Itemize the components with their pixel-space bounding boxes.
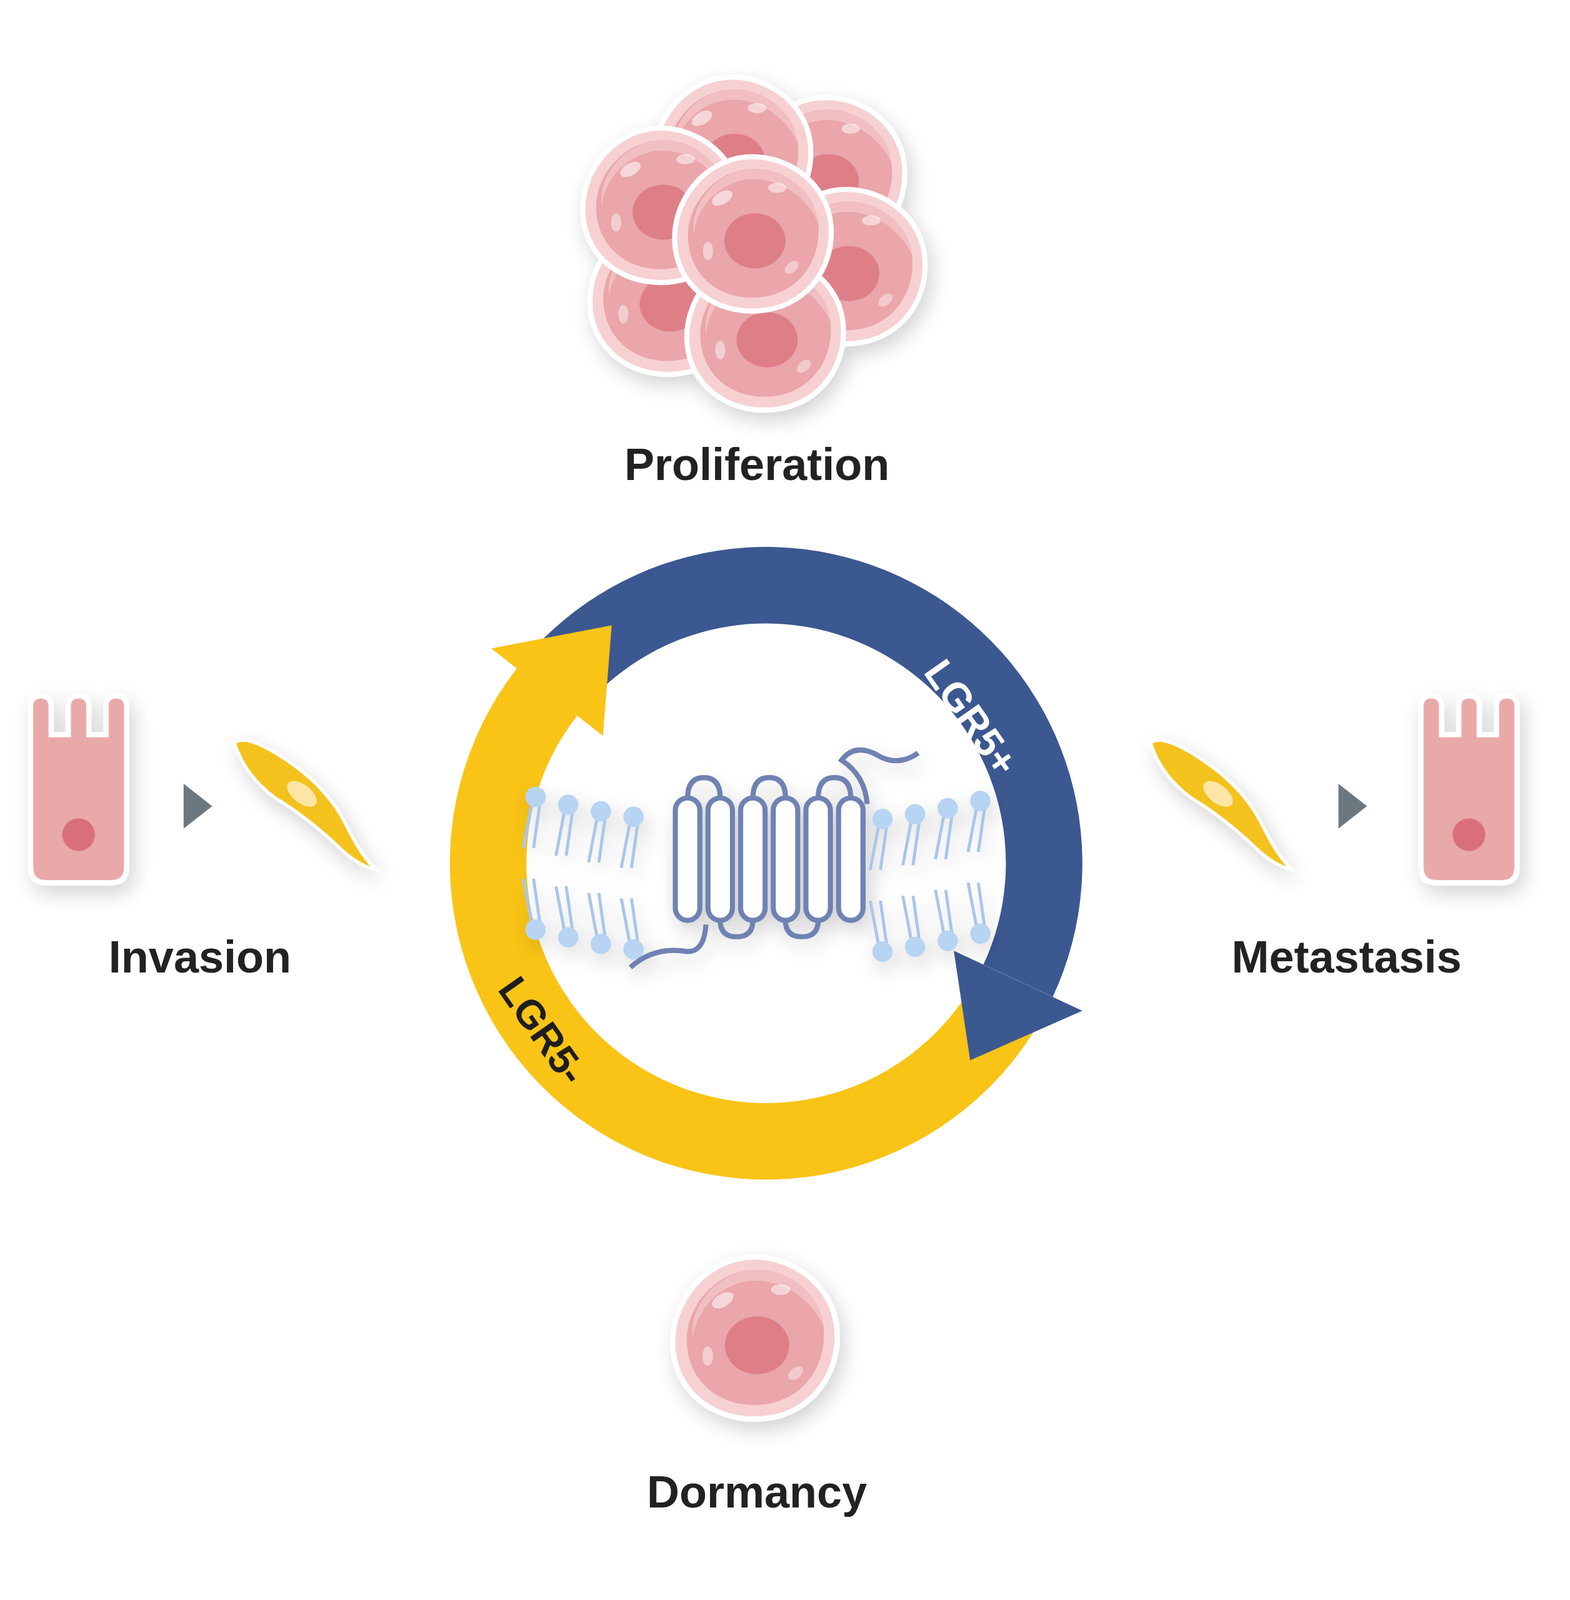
proliferating-cells (583, 76, 926, 410)
lipid-tail (588, 893, 597, 937)
mesenchymal-cell (1150, 740, 1292, 870)
lipid-head (623, 939, 644, 960)
membrane-receptor (523, 750, 991, 968)
metastasis-icon (1150, 695, 1517, 883)
lipid-tail (621, 825, 630, 869)
lipid-head (623, 806, 644, 827)
lipid-head (937, 798, 959, 819)
arrowhead (491, 625, 612, 737)
lipid-tail (880, 826, 887, 870)
lipid-tail (631, 825, 638, 869)
invasion-icon (30, 695, 376, 883)
lipid-tail (903, 895, 912, 939)
lipid-tail (870, 826, 879, 870)
lipid-head (525, 919, 547, 940)
lipid-tail (556, 886, 565, 930)
dormant-cell (672, 1256, 837, 1419)
lipid-head (937, 930, 959, 952)
receptor (630, 750, 919, 968)
lipid-head (905, 936, 926, 958)
process-label: Proliferation (624, 441, 890, 487)
lipid-tail (598, 819, 605, 863)
process-label: Dormancy (646, 1469, 867, 1515)
lipid-tail (566, 813, 573, 857)
lipid-tail (523, 878, 532, 922)
lipid-tail (523, 805, 532, 849)
lipid-tail (533, 805, 540, 849)
lipid-tail (588, 819, 597, 863)
epithelial-cell (1421, 695, 1517, 883)
lgr5-cycle (450, 546, 1083, 1180)
lipid-tail (913, 895, 920, 939)
lipid-tail (945, 816, 952, 860)
lipid-tail (566, 886, 573, 930)
lipid-tail (913, 822, 920, 866)
lipid-head (872, 941, 894, 962)
epithelial-cell (30, 695, 127, 883)
cell (674, 156, 832, 312)
lipid-tail (533, 878, 540, 922)
arrowhead (953, 950, 1083, 1060)
lgr5-positive-arc (523, 546, 1083, 997)
lipid-tail (870, 900, 879, 944)
lipid-head (590, 933, 612, 955)
transition-arrow (1338, 783, 1367, 829)
lipid-head (872, 808, 894, 830)
lipid-head (558, 927, 579, 949)
lipid-head (970, 790, 991, 812)
lipid-tail (880, 900, 887, 944)
lipid-head (905, 803, 926, 825)
lipid-tail (968, 882, 977, 926)
lipid-tail (978, 809, 985, 853)
process-label: Metastasis (1231, 934, 1462, 980)
lipid-head (525, 786, 547, 808)
lipid-tail (935, 890, 944, 934)
lipid-tail (631, 898, 638, 942)
lipid-head (558, 794, 579, 815)
lgr5-negative-arc (450, 668, 1040, 1180)
lipid-head (970, 923, 991, 945)
lipid-tail (945, 890, 952, 934)
transition-arrow (183, 783, 213, 829)
lipid-tail (968, 809, 977, 853)
lipid-tail (903, 822, 912, 866)
lipid-tail (556, 813, 565, 857)
lipid-head (590, 801, 612, 822)
lipid-tail (621, 898, 630, 942)
mesenchymal-cell (234, 740, 375, 870)
lipid-tail (935, 816, 944, 860)
lipid-tail (978, 882, 985, 926)
lipid-bilayer (523, 786, 991, 962)
process-label: Invasion (108, 934, 292, 980)
lipid-tail (598, 893, 605, 937)
cell (672, 1256, 837, 1419)
